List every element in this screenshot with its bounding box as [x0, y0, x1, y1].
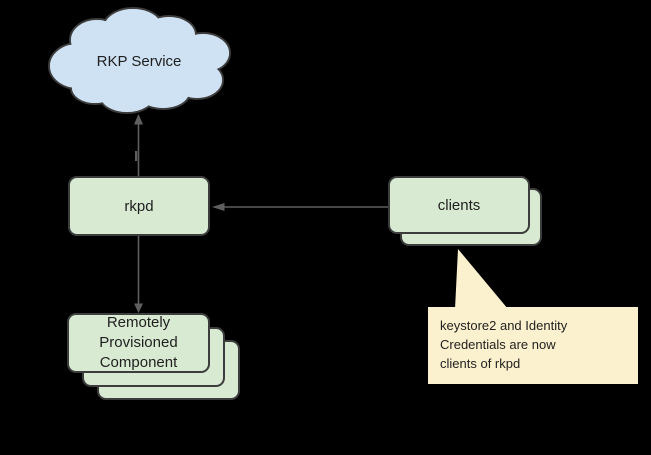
rpc-node-label-line1: Remotely	[106, 314, 171, 331]
callout-line2: Credentials are now	[440, 337, 556, 352]
callout-pointer	[455, 249, 508, 309]
rkpd-node: rkpd	[68, 176, 210, 236]
callout-note: keystore2 and Identity Credentials are n…	[428, 307, 638, 384]
rpc-node-label-line2: Provisioned	[99, 334, 178, 351]
callout-line1: keystore2 and Identity	[440, 318, 568, 333]
arrowhead-down-icon	[134, 303, 143, 313]
connector-mid-dash	[135, 151, 138, 161]
cloud-label: RKP Service	[96, 53, 182, 70]
arrowhead-up-icon	[134, 114, 143, 125]
clients-node: clients	[388, 176, 530, 234]
rpc-node: Remotely Provisioned Component	[67, 313, 210, 373]
rkp-service-cloud	[48, 7, 231, 114]
arrowhead-left-icon	[212, 203, 225, 211]
rpc-node-label-line3: Component	[99, 354, 178, 371]
clients-node-label: clients	[437, 196, 481, 214]
rkpd-node-label: rkpd	[124, 197, 154, 215]
callout-line3: clients of rkpd	[440, 356, 521, 371]
